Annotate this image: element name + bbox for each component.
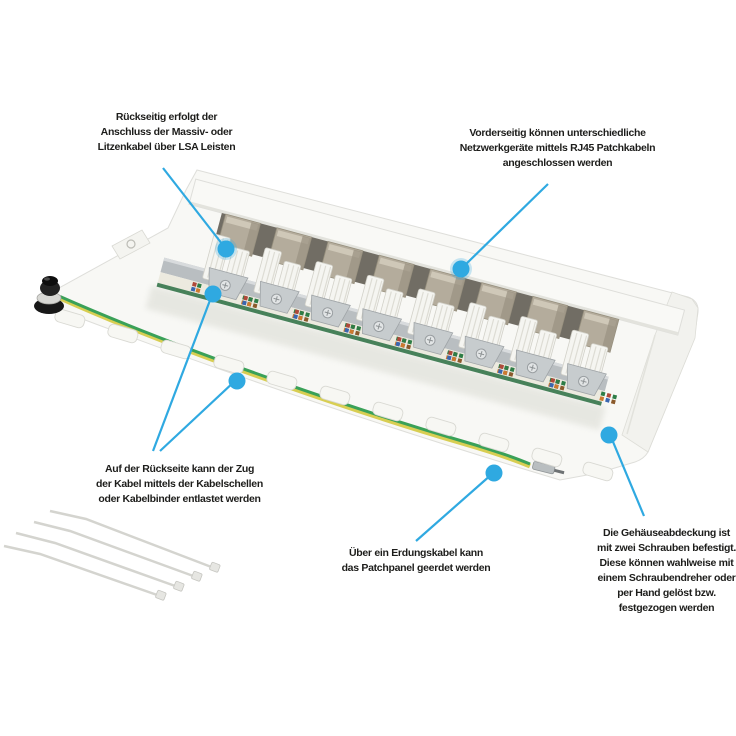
callout-dot-rj45: [452, 260, 470, 278]
module-recess: [213, 213, 619, 351]
pcb-edge: [156, 282, 602, 406]
side-wall-fold: [626, 334, 656, 435]
callout-line-ground: [415, 473, 493, 542]
back-wall-rim-shade: [189, 201, 679, 336]
module-row: [145, 178, 686, 431]
row-shadow: [145, 285, 606, 431]
cable-tie: [33, 520, 197, 579]
cable-tie: [49, 509, 215, 570]
grounding-bolt: [34, 276, 64, 314]
callout-dot-ground: [485, 464, 503, 482]
cable-tie: [3, 544, 161, 598]
cable-tie: [15, 531, 179, 589]
callout-line-lsa: [162, 167, 227, 250]
callout-line-cover: [609, 436, 646, 517]
annotation-grounding: Über ein Erdungskabel kann das Patchpane…: [341, 547, 491, 574]
annotation-lsa: Rückseitig erfolgt der Anschluss der Mas…: [97, 111, 236, 153]
callout-dot-lsa: [217, 240, 235, 258]
callout-line-strain-1: [151, 294, 214, 452]
callout-dot-strain-1: [204, 285, 222, 303]
callout-line-rj45: [461, 183, 549, 269]
callout-dot-cover: [600, 426, 618, 444]
annotation-cover: Die Gehäuseabdeckung ist mit zwei Schrau…: [597, 527, 736, 614]
callout-dot-strain-2: [228, 372, 246, 390]
callout-line-strain-2: [159, 379, 237, 452]
mounting-ear: [111, 229, 151, 260]
cable-ties: [3, 509, 215, 598]
annotation-strain-relief: Auf der Rückseite kann der Zug der Kabel…: [96, 463, 263, 505]
cable-tie-heads: [155, 561, 221, 601]
annotation-rj45: Vorderseitig können unterschiedliche Net…: [459, 127, 656, 169]
